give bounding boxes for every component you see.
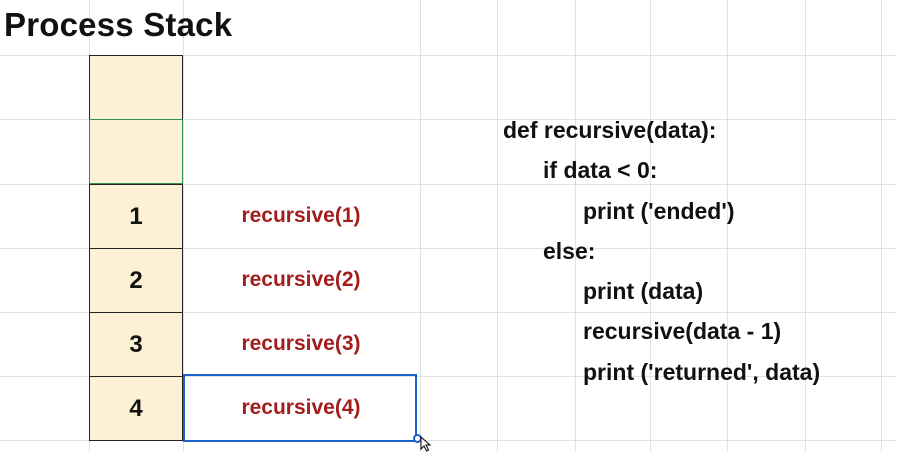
code-line: print ('ended') (583, 197, 735, 224)
grid-column-line (650, 0, 651, 452)
grid-row-line (0, 119, 897, 120)
mouse-cursor-icon (420, 436, 432, 452)
code-line: if data < 0: (543, 157, 658, 184)
grid-row-line (0, 312, 897, 313)
grid-row-line (0, 376, 897, 377)
grid-row-line (0, 440, 897, 441)
stack-cell-empty-highlighted[interactable] (89, 119, 183, 184)
call-label-recursive-2[interactable]: recursive(2) (241, 268, 361, 291)
grid-row-line (0, 248, 897, 249)
code-block: def recursive(data): if data < 0: print … (503, 110, 820, 392)
code-line: def recursive(data): (503, 117, 717, 143)
selected-cell-border[interactable] (183, 374, 417, 442)
grid-column-line (575, 0, 576, 452)
grid-column-line (183, 0, 184, 452)
code-line: else: (543, 237, 596, 264)
process-stack: 1 2 3 4 (89, 55, 183, 441)
code-line: print (data) (583, 278, 704, 305)
grid-column-line (727, 0, 728, 452)
call-label-recursive-3[interactable]: recursive(3) (241, 332, 361, 355)
grid-row-line (0, 184, 897, 185)
stack-cell-4[interactable]: 4 (89, 376, 183, 441)
stack-cell-3[interactable]: 3 (89, 312, 183, 377)
code-line: recursive(data - 1) (583, 318, 782, 345)
stack-cell-1[interactable]: 1 (89, 184, 183, 249)
grid-column-line (497, 0, 498, 452)
stack-cell-2[interactable]: 2 (89, 248, 183, 313)
page-title: Process Stack (4, 6, 233, 43)
call-label-recursive-1[interactable]: recursive(1) (241, 204, 361, 227)
grid-column-line (881, 0, 882, 452)
call-label-recursive-4[interactable]: recursive(4) (241, 396, 361, 419)
stack-cell-empty[interactable] (89, 55, 183, 120)
grid-column-line (805, 0, 806, 452)
grid-column-line (420, 0, 421, 452)
grid-row-line (0, 55, 897, 56)
code-line: print ('returned', data) (583, 358, 821, 385)
